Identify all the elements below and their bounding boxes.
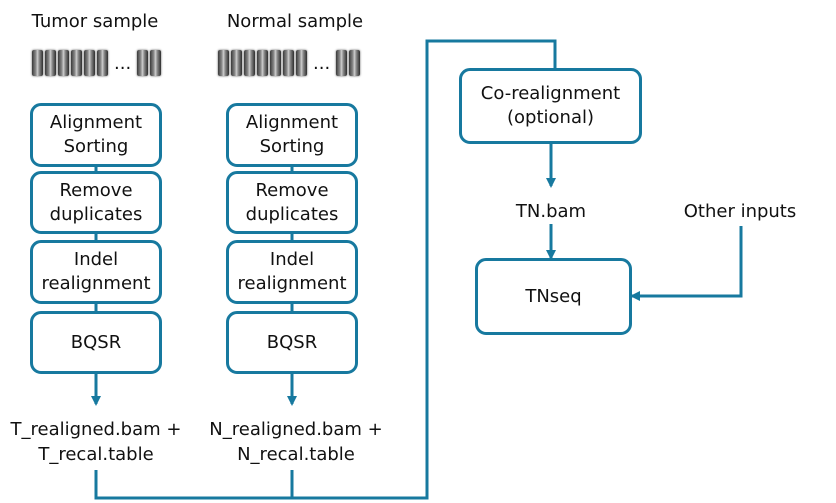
tumor-reads-icon: ... <box>32 48 163 78</box>
normal-output-bam: N_realigned.bam + <box>209 419 383 440</box>
tumor-sample-title: Tumor sample <box>31 11 159 32</box>
normal-step-bqsr: BQSR <box>226 311 358 374</box>
normal-sample-title: Normal sample <box>226 11 364 32</box>
normal-reads-icon: ... <box>218 48 362 78</box>
tumor-step-bqsr: BQSR <box>30 311 162 374</box>
normal-output-table: N_recal.table <box>237 444 355 465</box>
tumor-output-bam: T_realigned.bam + <box>10 419 182 440</box>
other-inputs-label: Other inputs <box>683 201 797 222</box>
tnseq-box: TNseq <box>475 258 632 335</box>
tumor-output-table: T_recal.table <box>38 444 154 465</box>
other-inputs-arrow <box>630 226 743 301</box>
tn-bam-label: TN.bam <box>515 201 587 222</box>
merge-path <box>94 39 557 500</box>
co-realignment-box: Co-realignment(optional) <box>459 68 642 144</box>
